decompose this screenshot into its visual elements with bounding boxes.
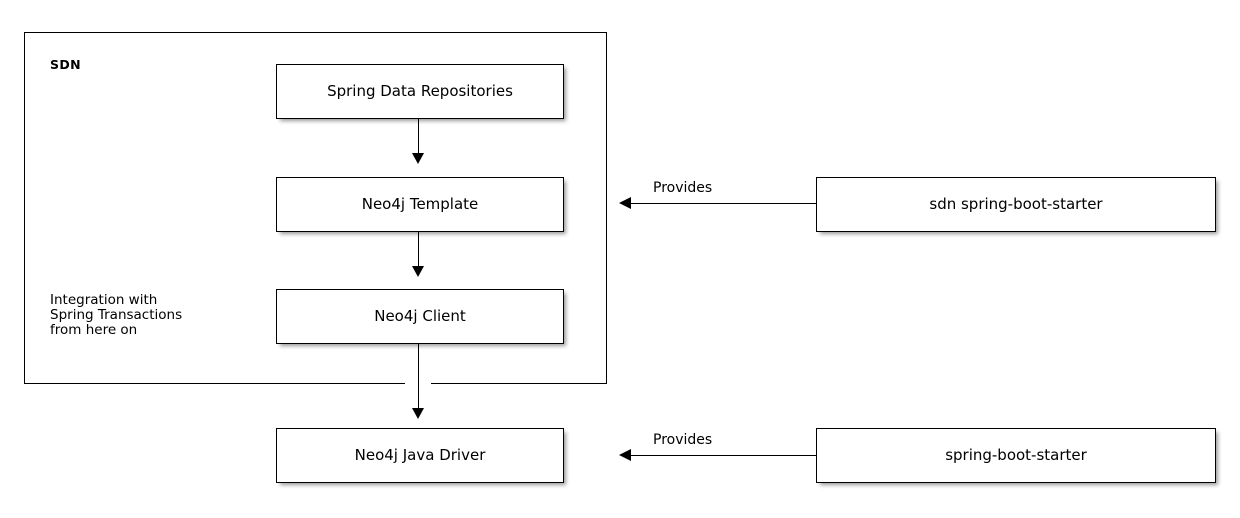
node-neo4j-client[interactable]: Neo4j Client: [276, 289, 564, 344]
node-spring-data-repositories[interactable]: Spring Data Repositories: [276, 64, 564, 119]
node-spring-boot-starter-label: spring-boot-starter: [945, 446, 1087, 464]
transactions-note: Integration with Spring Transactions fro…: [50, 292, 183, 338]
node-neo4j-client-label: Neo4j Client: [374, 307, 466, 325]
node-neo4j-template[interactable]: Neo4j Template: [276, 177, 564, 232]
node-neo4j-template-label: Neo4j Template: [361, 195, 479, 213]
edge-repos-to-template-arrowhead: [412, 153, 424, 164]
node-spring-boot-starter[interactable]: spring-boot-starter: [816, 428, 1216, 483]
edge-repos-to-template-line: [418, 118, 419, 155]
edge-client-to-driver-arrowhead: [412, 408, 424, 419]
edge-sdn-starter-provides-line: [631, 203, 816, 204]
node-neo4j-java-driver-label: Neo4j Java Driver: [354, 446, 486, 464]
node-sdn-spring-boot-starter-label: sdn spring-boot-starter: [929, 195, 1103, 213]
edge-sdn-starter-provides-arrowhead: [619, 197, 631, 209]
edge-sdn-starter-provides-label: Provides: [653, 180, 713, 196]
node-neo4j-java-driver[interactable]: Neo4j Java Driver: [276, 428, 564, 483]
node-sdn-spring-boot-starter[interactable]: sdn spring-boot-starter: [816, 177, 1216, 232]
edge-boot-starter-provides-line: [631, 455, 816, 456]
node-spring-data-repositories-label: Spring Data Repositories: [327, 82, 513, 100]
edge-template-to-client-line: [418, 231, 419, 268]
edge-template-to-client-arrowhead: [412, 266, 424, 277]
edge-boot-starter-provides-label: Provides: [653, 432, 713, 448]
edge-boot-starter-provides-arrowhead: [619, 449, 631, 461]
edge-client-to-driver-line-lower: [418, 343, 419, 410]
sdn-boundary-label: SDN: [50, 57, 82, 72]
sdn-boundary-group: [24, 32, 607, 384]
